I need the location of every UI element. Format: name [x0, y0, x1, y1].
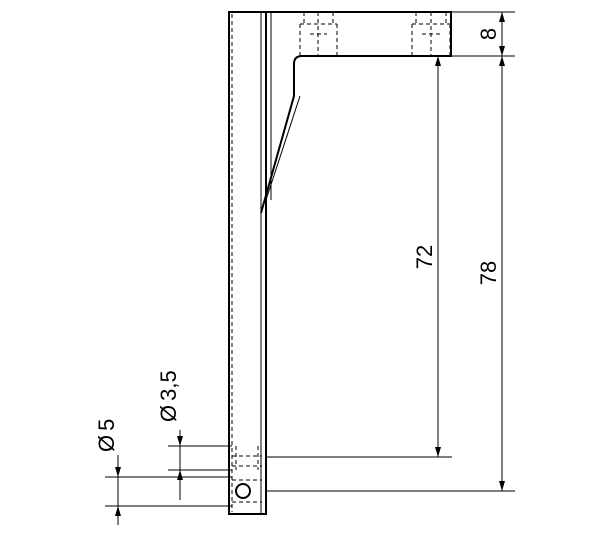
flange-hole-left [299, 12, 338, 56]
dimension-78: 78 [266, 56, 515, 492]
dimension-8: 8 [451, 11, 515, 57]
dimension-72-label: 72 [412, 245, 437, 269]
top-flange-outline [260, 11, 452, 214]
bottom-hole-circle [235, 483, 251, 499]
vertical-bar-outline [228, 11, 267, 515]
diameter-5-symbol: Ø [94, 435, 119, 452]
dimension-8-label: 8 [476, 28, 501, 40]
dimension-diameter-5: Ø5 [94, 419, 232, 525]
diameter-3-5-symbol: Ø [156, 405, 181, 422]
diameter-3-5-value: 3,5 [156, 370, 181, 401]
dimension-5-label: Ø5 [94, 419, 119, 452]
flange-hole-right [411, 12, 451, 56]
bracket-part [228, 11, 452, 515]
bottom-hidden-hole [232, 446, 262, 470]
dimension-78-label: 78 [476, 261, 501, 285]
dimension-3-5-label: Ø 3,5 [156, 370, 181, 422]
dimension-72: 72 [266, 56, 452, 458]
dimension-diameter-3-5: Ø 3,5 [156, 370, 232, 500]
flange-gusset-inner [265, 95, 301, 201]
diameter-5-value: 5 [94, 419, 119, 431]
